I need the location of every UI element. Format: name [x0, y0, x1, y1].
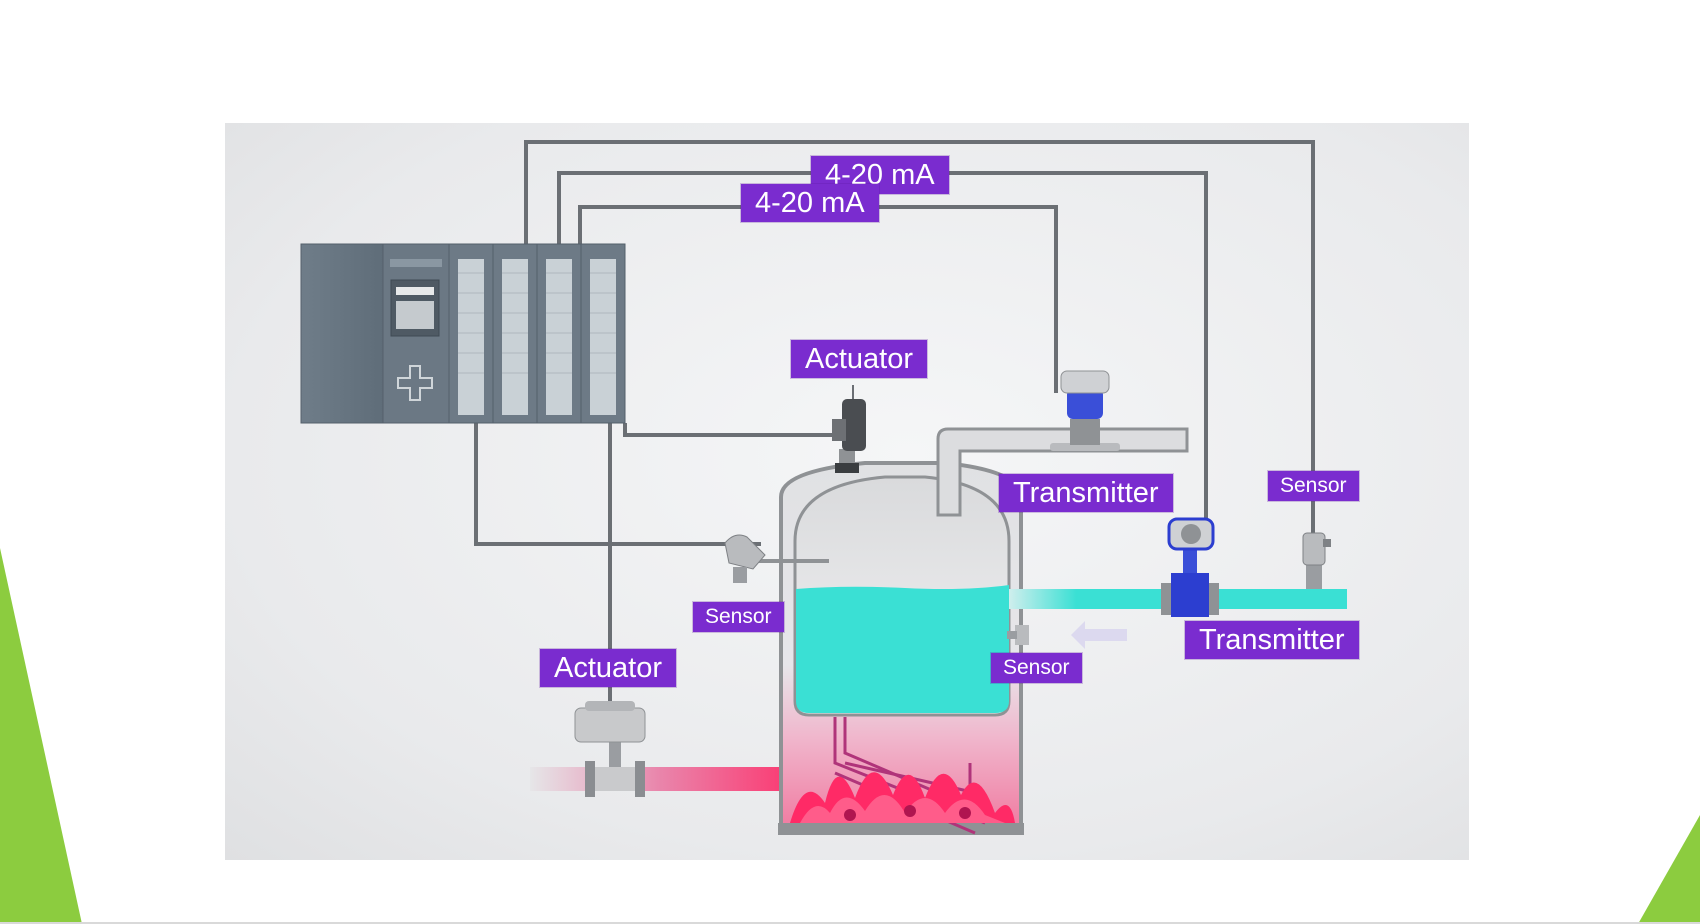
actuator-label-bottom: Actuator	[540, 649, 676, 687]
level-transmitter	[1050, 370, 1120, 451]
sensor-label-left: Sensor	[693, 602, 784, 632]
level-sensor-right	[1007, 621, 1127, 649]
solenoid-actuator	[832, 385, 866, 473]
green-triangle-left	[0, 548, 82, 924]
green-triangle-right	[1638, 815, 1700, 924]
sensor-label-lower: Sensor	[991, 653, 1082, 683]
boiler-vessel	[778, 461, 1024, 835]
pressure-sensor-right	[1302, 532, 1331, 589]
control-valve-actuator	[574, 701, 646, 767]
plc-plus-icon	[397, 365, 433, 401]
sensor-label-right: Sensor	[1268, 471, 1359, 501]
plc-rack	[300, 243, 626, 424]
transmitter-label-top: Transmitter	[999, 474, 1173, 512]
wire-actuator-top	[623, 423, 844, 437]
process-control-diagram: 4-20 mA 4-20 mA Actuator Transmitter Sen…	[225, 123, 1469, 860]
transmitter-label-right: Transmitter	[1185, 621, 1359, 659]
fuel-inlet-pipe	[530, 761, 818, 797]
burner-flames	[790, 772, 1015, 823]
slide-bottom-edge	[0, 922, 1700, 924]
water-level	[796, 585, 1009, 713]
signal-label-bottom: 4-20 mA	[741, 184, 879, 222]
wire-outer	[524, 140, 1315, 608]
actuator-label-top: Actuator	[791, 340, 927, 378]
signal-label-top: 4-20 mA	[811, 156, 949, 194]
temperature-sensor-left	[724, 534, 829, 583]
flow-transmitter	[1167, 517, 1215, 617]
wire-sensor-left	[474, 423, 761, 546]
